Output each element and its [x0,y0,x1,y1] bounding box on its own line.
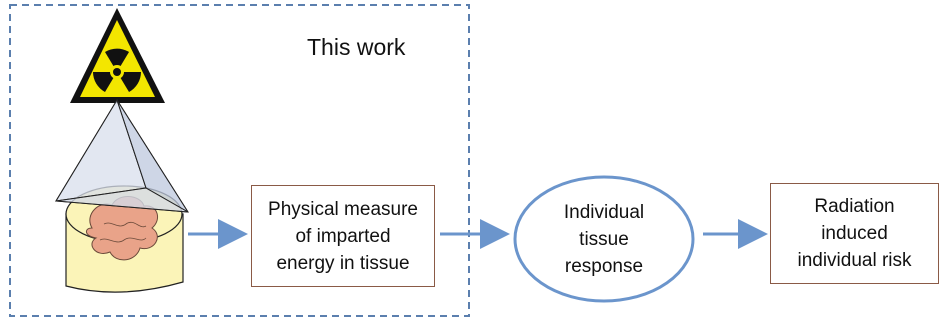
individual-risk-box: Radiation induced individual risk [770,183,939,284]
this-work-frame [9,4,470,317]
physical-measure-box: Physical measure of imparted energy in t… [251,185,435,287]
tissue-block-icon [65,185,184,293]
tissue-response-ellipse [513,175,695,303]
frame-title: This work [307,34,406,60]
tissue-response-label: Individual tissue response [563,201,645,277]
radiation-beam-icon [55,98,189,213]
radiation-hazard-icon [70,8,165,103]
